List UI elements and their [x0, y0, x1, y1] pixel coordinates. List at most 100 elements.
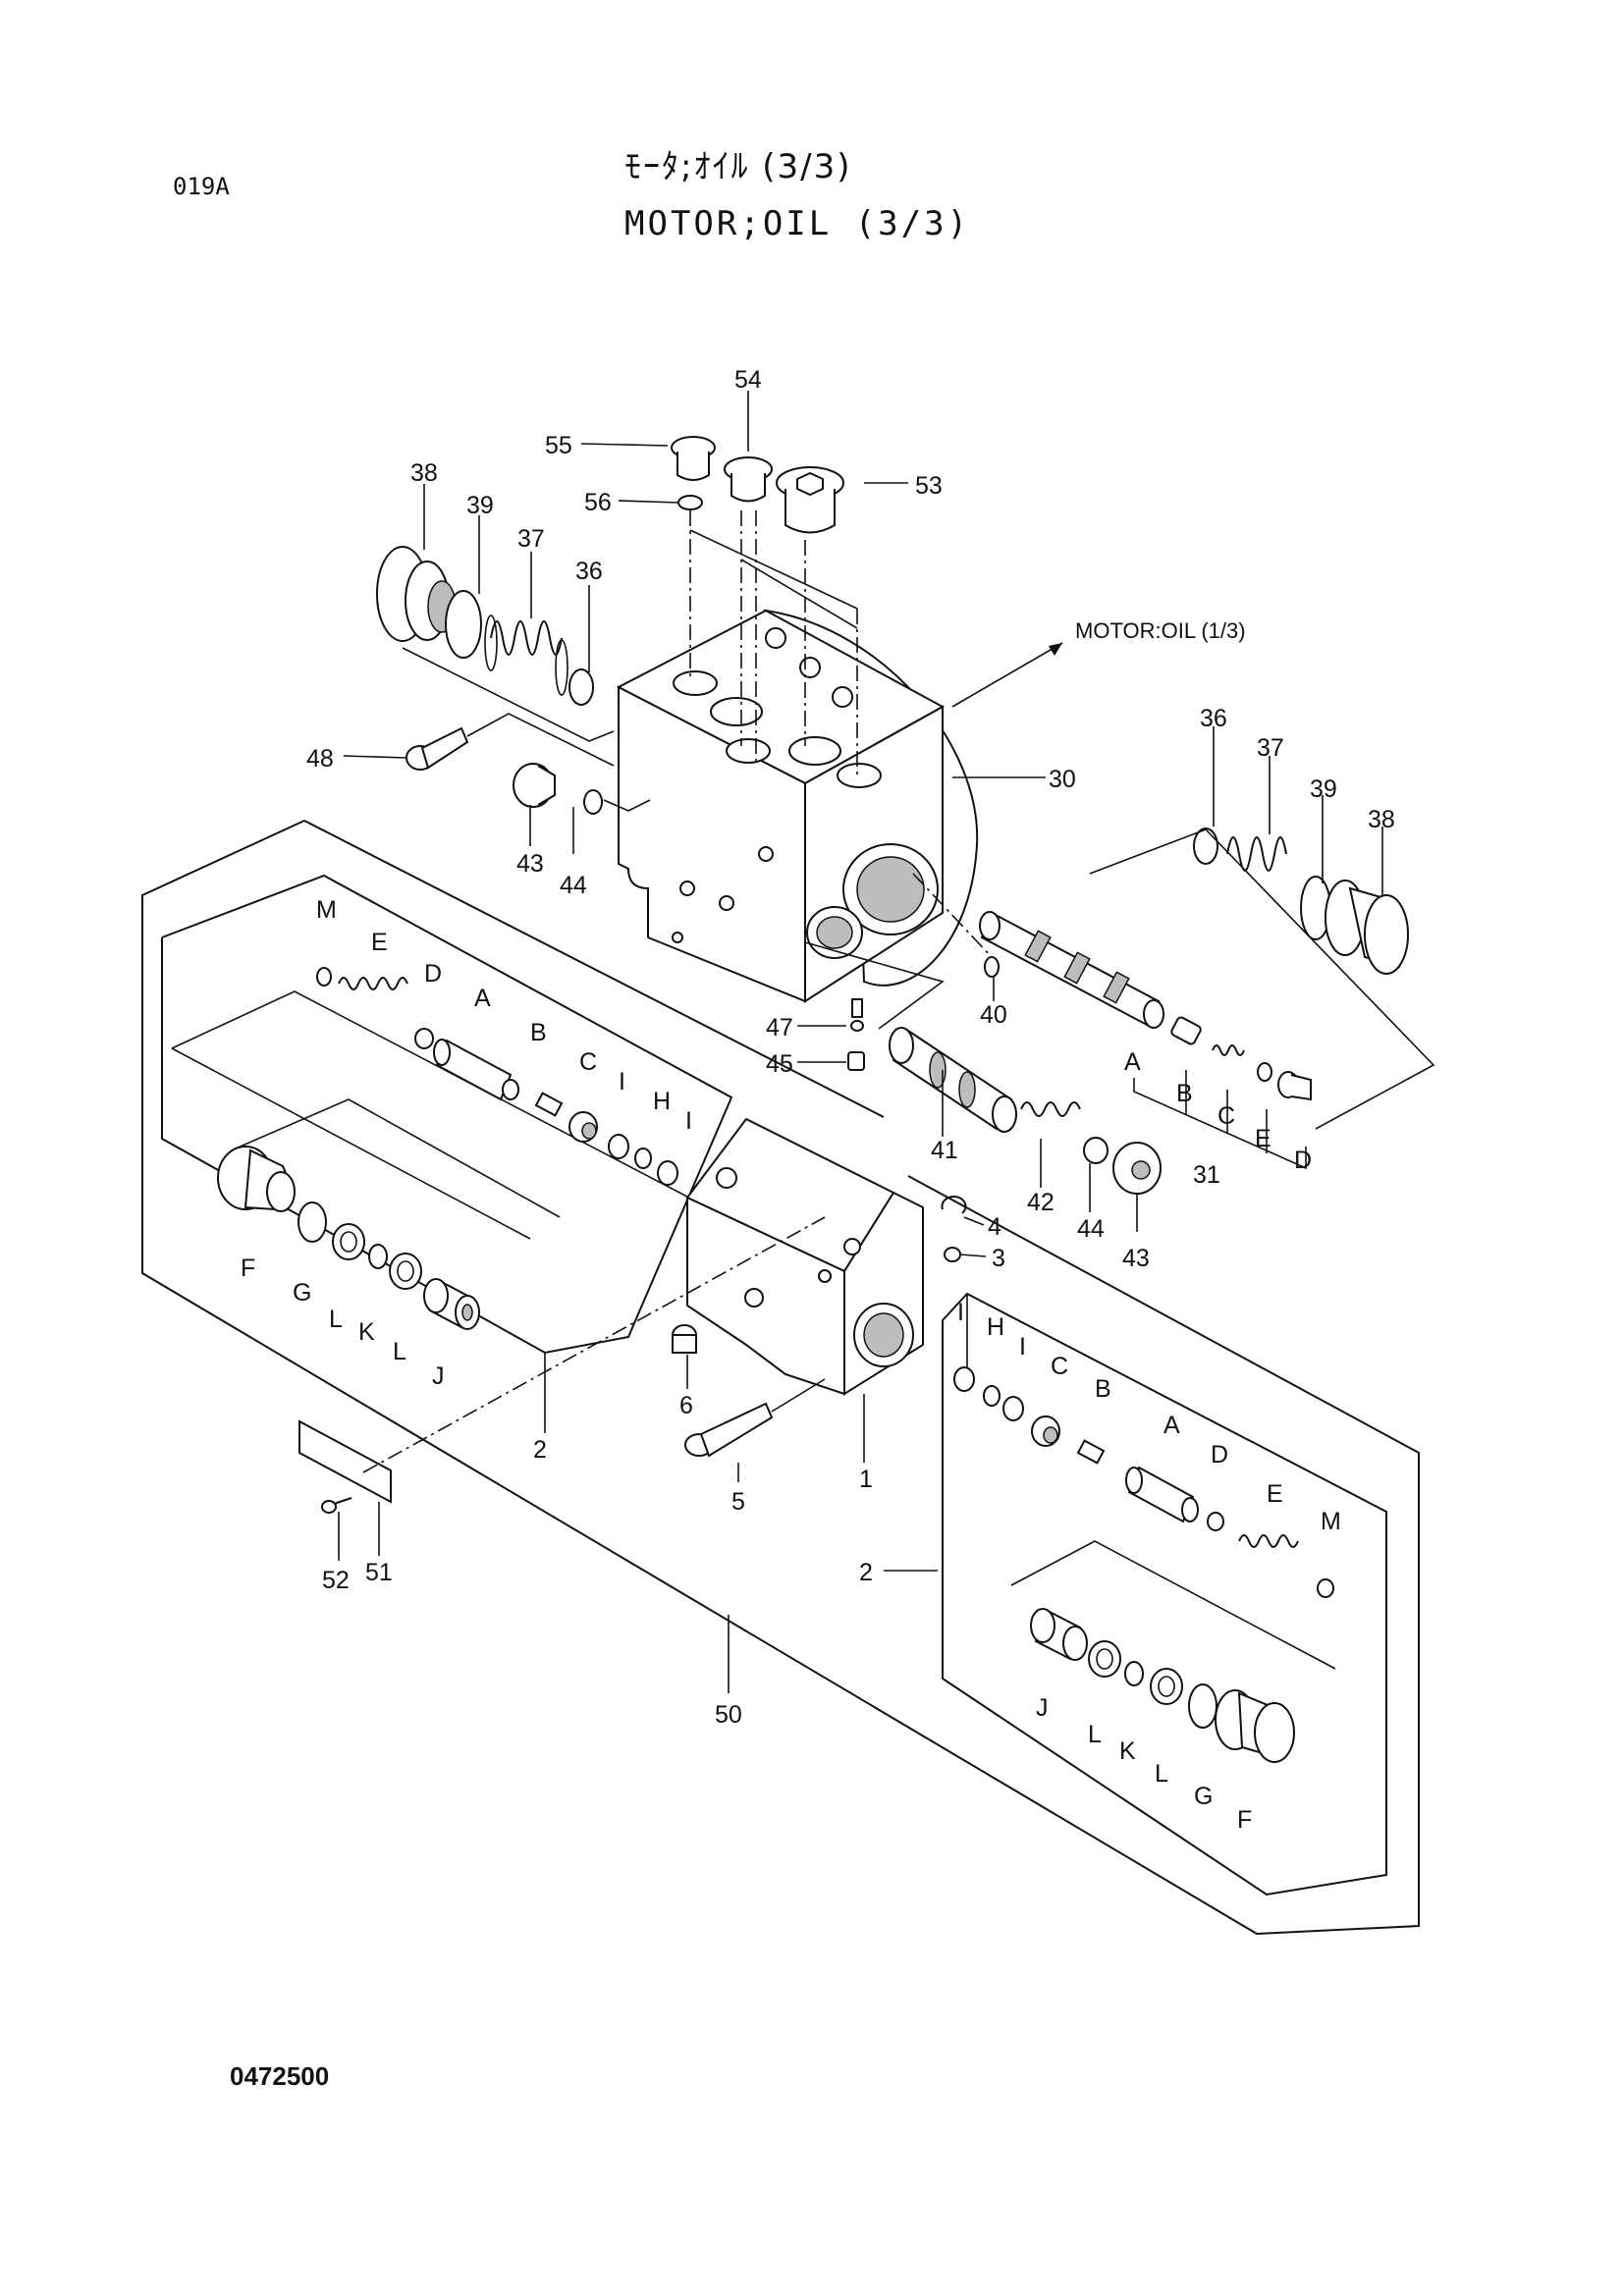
right-part-D: [1207, 1512, 1224, 1531]
callout-44-lower: 44: [1077, 1215, 1105, 1243]
callout-left-I-2: I: [685, 1107, 692, 1135]
right-part-J: [1030, 1608, 1088, 1661]
callout-52: 52: [322, 1567, 350, 1594]
plug-43-upper: [513, 763, 556, 808]
callout-left-M: M: [316, 896, 337, 924]
callout-right-L-2: L: [1155, 1760, 1168, 1788]
callout-48: 48: [306, 745, 334, 773]
callout-30: 30: [1049, 766, 1076, 793]
right-part-I-1: [953, 1366, 975, 1392]
left-part-H: [634, 1148, 652, 1169]
callout-left-F: F: [241, 1255, 255, 1282]
callout-43-upper: 43: [516, 850, 544, 878]
plug-43-lower: [1112, 1142, 1162, 1195]
callout-39-left: 39: [466, 492, 494, 519]
callout-right-D: D: [1211, 1441, 1228, 1468]
callout-56: 56: [584, 489, 612, 516]
callout-right-K: K: [1119, 1737, 1136, 1765]
leader-lines: [338, 391, 1383, 1693]
plug-47: [850, 998, 864, 1032]
callout-left-G: G: [293, 1279, 311, 1307]
callout-53: 53: [915, 472, 943, 500]
left-part-C: [568, 1111, 598, 1143]
callout-right-L-1: L: [1088, 1721, 1102, 1748]
spring-37-left: [484, 614, 568, 696]
callout-left-J: J: [432, 1362, 445, 1390]
callout-left-L-2: L: [393, 1338, 406, 1365]
callout-31-D: D: [1294, 1147, 1312, 1174]
callout-6: 6: [679, 1392, 693, 1419]
spring-42: [1020, 1101, 1081, 1117]
callout-44-upper: 44: [560, 872, 587, 899]
callout-ref-link: MOTOR:OIL (1/3): [1075, 618, 1246, 643]
left-part-D: [414, 1028, 434, 1049]
callout-51: 51: [365, 1559, 393, 1586]
title-english: MOTOR;OIL (3/3): [624, 204, 971, 243]
bolt-5-leader: [771, 1378, 826, 1413]
callout-31-B: B: [1176, 1080, 1193, 1107]
right-part-A: [1125, 1466, 1199, 1523]
valve-block-1: [685, 1117, 924, 1396]
callout-5: 5: [731, 1488, 745, 1516]
callout-36-left: 36: [575, 558, 603, 585]
bracket-31: [1133, 1078, 1307, 1170]
left-part-J: [423, 1278, 480, 1330]
callout-right-F: F: [1237, 1806, 1252, 1834]
callout-41: 41: [931, 1137, 958, 1164]
spool-41: [889, 1027, 1017, 1133]
bracket-45-47: [804, 941, 945, 1030]
callout-40: 40: [980, 1001, 1007, 1029]
right-part-F: [1215, 1689, 1295, 1763]
part-31a: [1170, 1016, 1202, 1045]
bolt-48-leader: [466, 713, 615, 767]
plug-45: [847, 1051, 865, 1071]
callout-left-E: E: [371, 929, 388, 956]
screw-52: [321, 1497, 352, 1514]
callout-right-E: E: [1267, 1480, 1283, 1508]
callout-37-left: 37: [517, 525, 545, 553]
plug-38-left: [376, 546, 457, 642]
subassembly-2-left-outline: [161, 874, 733, 1355]
callout-4: 4: [988, 1213, 1001, 1241]
left-part-I-1: [608, 1134, 629, 1159]
spool-31: [979, 911, 1164, 1029]
callout-45: 45: [766, 1050, 793, 1078]
left-part-L-2: [389, 1253, 422, 1290]
left-part-B: [534, 1092, 564, 1117]
callout-left-H: H: [653, 1088, 671, 1115]
oring-31e: [1257, 1062, 1272, 1082]
callout-2-right: 2: [859, 1559, 873, 1586]
plug-54: [724, 456, 773, 503]
callout-left-L-1: L: [329, 1306, 343, 1333]
right-part-L-2: [1150, 1668, 1183, 1705]
left-part-L-1: [332, 1223, 365, 1260]
callout-right-I-2: I: [1019, 1333, 1026, 1361]
title-japanese: ﾓｰﾀ;ｵｲﾙ (3/3): [624, 147, 852, 187]
callout-left-B: B: [530, 1019, 547, 1046]
ring-36-right: [1193, 828, 1218, 865]
callout-38-left: 38: [410, 459, 438, 487]
callout-39-right: 39: [1310, 775, 1337, 803]
callout-31-E: E: [1255, 1125, 1271, 1152]
callout-right-I-1: I: [957, 1299, 964, 1326]
right-part-I-2: [1002, 1396, 1024, 1421]
left-part-K: [368, 1244, 388, 1269]
ring-44-upper: [583, 789, 604, 815]
right-part-E: [1238, 1534, 1299, 1548]
spring-31c: [1212, 1044, 1245, 1056]
plate-leader: [362, 1216, 826, 1473]
plug-55: [671, 436, 716, 481]
callout-38-right: 38: [1368, 806, 1395, 833]
callout-right-C: C: [1051, 1353, 1068, 1380]
callout-36-right: 36: [1200, 705, 1227, 732]
callout-right-M: M: [1321, 1508, 1341, 1535]
callout-31: 31: [1193, 1161, 1220, 1189]
left-part-I-2: [657, 1160, 678, 1186]
sheet-code: 019A: [173, 173, 230, 200]
right-part-G: [1188, 1683, 1217, 1729]
callout-42: 42: [1027, 1189, 1055, 1216]
bolt-48: [406, 726, 469, 771]
callout-54: 54: [734, 366, 762, 394]
left-part-E: [338, 977, 408, 990]
